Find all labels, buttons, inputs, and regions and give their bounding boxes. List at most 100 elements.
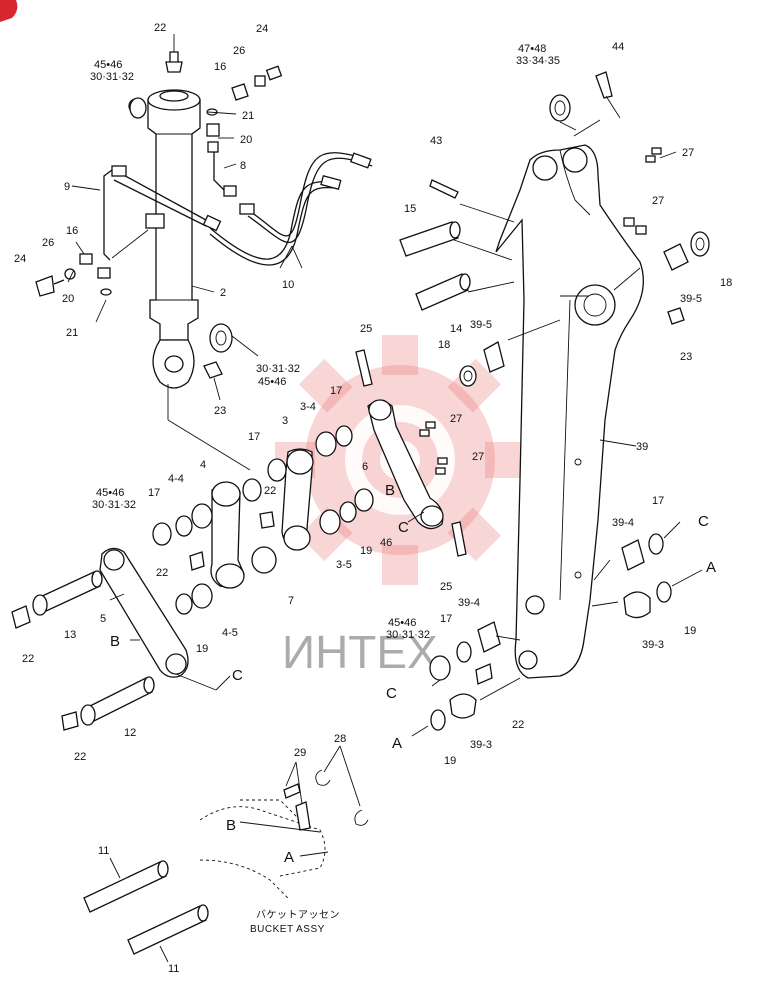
label-303132-top: 30·31·32 (90, 71, 134, 83)
fittings-left (35, 98, 144, 297)
label-16-top: 16 (214, 61, 226, 73)
letter-a-right: A (706, 559, 716, 576)
letter-c-right: C (698, 513, 709, 530)
letter-c-link5: C (232, 667, 243, 684)
letter-b-arm: B (385, 482, 395, 499)
watermark-text: ИНТЕХ (282, 626, 438, 678)
label-6: 6 (362, 461, 368, 473)
label-303132-left: 30·31·32 (92, 499, 136, 511)
label-21-left: 21 (66, 327, 78, 339)
label-19-a: 19 (360, 545, 372, 557)
label-4546-left: 45•46 (96, 487, 124, 499)
link-4 (210, 481, 245, 589)
label-29: 29 (294, 747, 306, 759)
caption-english: BUCKET ASSY (250, 924, 325, 935)
label-3-5: 3-5 (336, 559, 352, 571)
label-2: 2 (220, 287, 226, 299)
fittings-top (111, 65, 372, 232)
letter-a-lower: A (392, 735, 402, 752)
bushings-washers (129, 94, 710, 731)
hoses-10 (209, 152, 373, 266)
label-3: 3 (282, 415, 288, 427)
label-303132-lower: 30·31·32 (386, 629, 430, 641)
label-19-right: 19 (684, 625, 696, 637)
label-18-right: 18 (720, 277, 732, 289)
label-20-left: 20 (62, 293, 74, 305)
label-21-top: 21 (242, 110, 254, 122)
letter-a-bucket: A (284, 849, 294, 866)
label-20-top: 20 (240, 134, 252, 146)
label-23-mid: 23 (214, 405, 226, 417)
letter-b-link5: B (110, 633, 120, 650)
label-22-arm-lower: 22 (512, 719, 524, 731)
letter-b-bucket: B (226, 817, 236, 834)
label-26-top: 26 (233, 45, 245, 57)
label-22-link4: 22 (156, 567, 168, 579)
letter-markers: B C B C C A C A B A (110, 482, 716, 866)
label-27-link-b: 27 (472, 451, 484, 463)
letter-c-lower: C (386, 685, 397, 702)
label-13: 13 (64, 629, 76, 641)
label-333435: 33·34·35 (516, 55, 560, 67)
label-5: 5 (100, 613, 106, 625)
link-3 (281, 448, 314, 551)
label-26-left: 26 (42, 237, 54, 249)
pipe-8 (213, 150, 229, 195)
label-3-4-top: 3-4 (300, 401, 316, 413)
label-22-mid: 22 (264, 485, 276, 497)
label-24-left: 24 (14, 253, 26, 265)
label-17-a: 17 (330, 385, 342, 397)
arm-39 (495, 144, 644, 679)
label-7: 7 (288, 595, 294, 607)
label-11-bottom: 11 (168, 963, 179, 975)
label-27-link-a: 27 (450, 413, 462, 425)
label-4-4: 4-4 (168, 473, 184, 485)
label-39-5-mid: 39-5 (470, 319, 492, 331)
set-screws-27 (419, 147, 662, 475)
leader-lines (67, 95, 703, 963)
label-17-e: 17 (440, 613, 452, 625)
bucket-assy (199, 769, 369, 901)
label-25-top: 25 (360, 323, 372, 335)
grease-nipples (11, 307, 685, 731)
label-39-3-lower: 39-3 (470, 739, 492, 751)
bucket-cylinder (145, 89, 201, 389)
label-8: 8 (240, 160, 246, 172)
label-17-d: 17 (652, 495, 664, 507)
label-27-top: 27 (682, 147, 694, 159)
label-27-arm: 27 (652, 195, 664, 207)
label-18-mid: 18 (438, 339, 450, 351)
label-12: 12 (124, 727, 136, 739)
label-10: 10 (282, 279, 294, 291)
label-43: 43 (430, 135, 442, 147)
label-11-top: 11 (98, 845, 109, 857)
label-39: 39 (636, 441, 648, 453)
label-17-b: 17 (248, 431, 260, 443)
label-28: 28 (334, 733, 346, 745)
label-22-top: 22 (154, 22, 166, 34)
label-15: 15 (404, 203, 416, 215)
label-19-lower: 19 (444, 755, 456, 767)
caption-japanese: バケットアッセン (256, 909, 340, 921)
label-22-pin13: 22 (22, 653, 34, 665)
label-39-5-right: 39-5 (680, 293, 702, 305)
label-44: 44 (612, 41, 624, 53)
corner-mark (0, 0, 18, 22)
label-303132-mid: 30·31·32 (256, 363, 300, 375)
label-4546-lower: 45•46 (388, 617, 416, 629)
label-4546-mid: 45•46 (258, 376, 286, 388)
label-24-top: 24 (256, 23, 268, 35)
label-16-left: 16 (66, 225, 78, 237)
label-22-pin12: 22 (74, 751, 86, 763)
label-9: 9 (64, 181, 70, 193)
grease-nipple-22-top (165, 51, 183, 73)
pins (32, 71, 613, 955)
label-23-arm: 23 (680, 351, 692, 363)
link-5 (99, 547, 189, 678)
label-4748: 47•48 (518, 43, 546, 55)
label-39-3-right: 39-3 (642, 639, 664, 651)
label-39-4-lower: 39-4 (458, 597, 480, 609)
label-39-4-right: 39-4 (612, 517, 634, 529)
label-4546-top: 45•46 (94, 59, 122, 71)
